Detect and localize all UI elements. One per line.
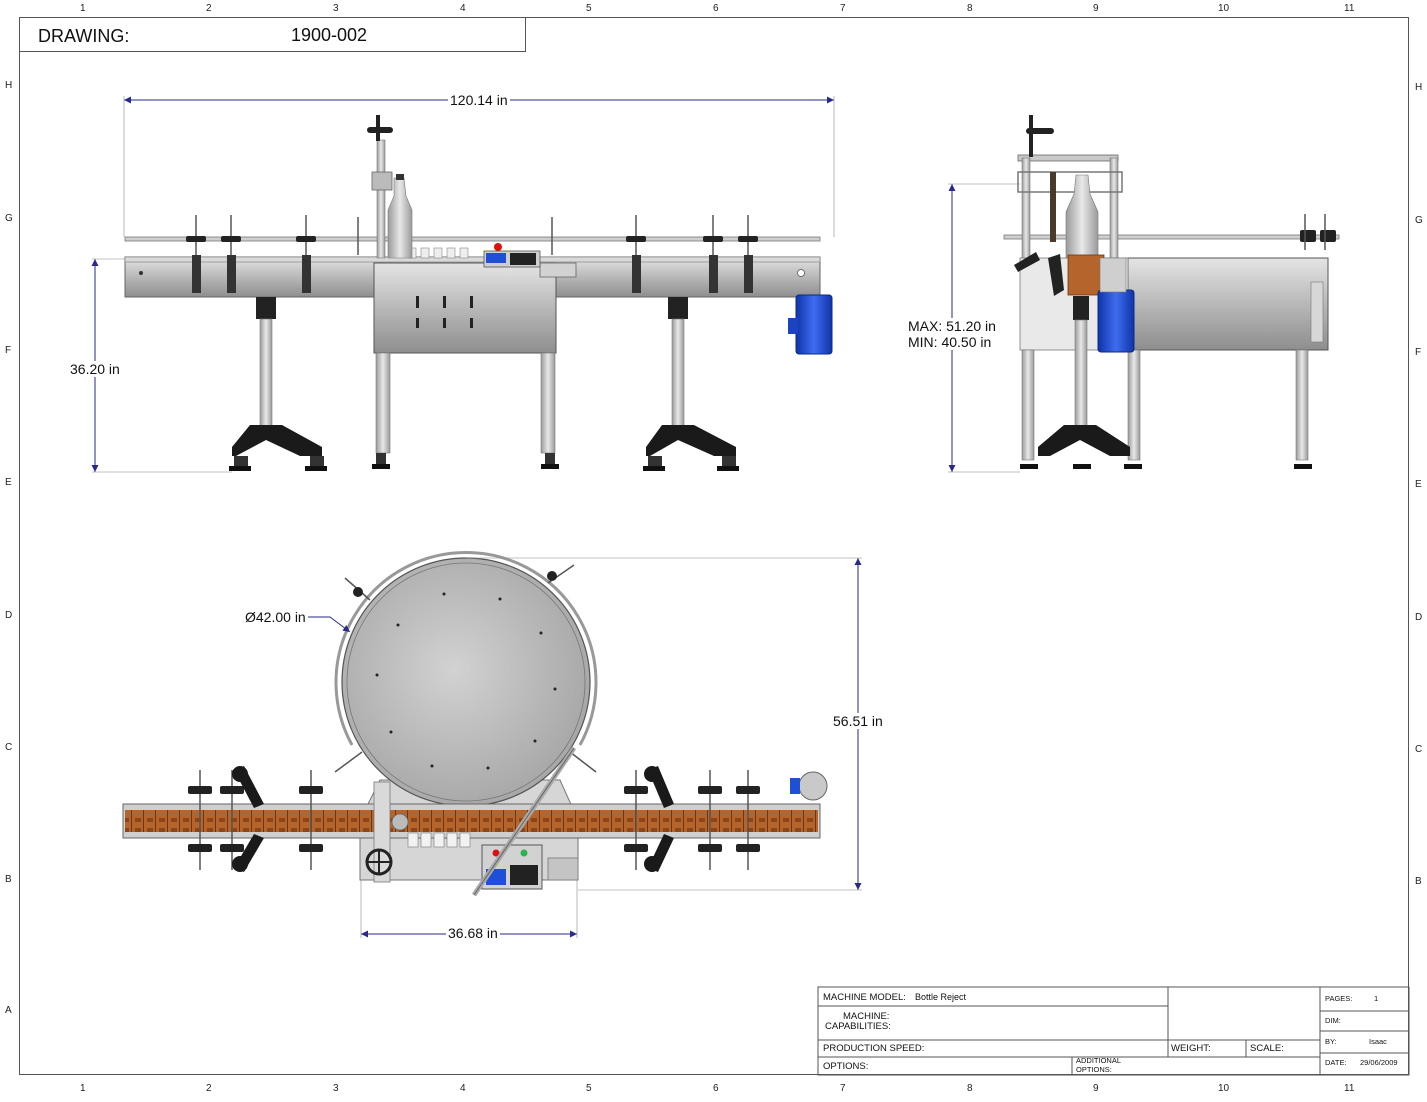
grid-col-6: 6: [713, 3, 719, 14]
top-view: [122, 551, 828, 897]
date-label: DATE:: [1325, 1058, 1347, 1067]
by-label: BY:: [1325, 1037, 1337, 1046]
capabilities-label-1: MACHINE:: [843, 1011, 890, 1022]
grid-col-7: 7: [840, 3, 846, 14]
front-leg-stand-left: [229, 297, 327, 471]
grid-col-5-bottom: 5: [586, 1083, 592, 1094]
date-value: 29/06/2009: [1360, 1058, 1398, 1067]
machine-model-value: Bottle Reject: [915, 992, 967, 1002]
drawing-label: DRAWING:: [38, 26, 130, 46]
grid-col-11: 11: [1344, 3, 1355, 14]
turntable: [341, 557, 591, 807]
grid-row-b-right: B: [1415, 876, 1422, 887]
grid-row-a: A: [5, 1005, 12, 1016]
handwheel: [367, 127, 393, 133]
grid-col-4-bottom: 4: [460, 1083, 466, 1094]
grid-row-d: D: [5, 610, 13, 621]
turntable-bolts: [375, 592, 557, 770]
conveyor-chain: [125, 810, 818, 832]
dimension-max-height: MAX: 51.20 in: [906, 318, 998, 334]
grid-row-e-right: E: [1415, 479, 1422, 490]
additional-options-label-1: ADDITIONAL: [1076, 1056, 1122, 1065]
grid-row-f-right: F: [1415, 347, 1422, 358]
grid-row-b: B: [5, 874, 12, 885]
grid-col-2: 2: [206, 3, 212, 14]
production-speed-label: PRODUCTION SPEED:: [823, 1043, 925, 1054]
pages-label: PAGES:: [1325, 994, 1353, 1003]
dimension-lines: [91, 96, 1020, 938]
dimension-length: 120.14 in: [448, 92, 510, 108]
grid-row-f: F: [5, 345, 12, 356]
side-view: [1003, 115, 1340, 469]
grid-col-1-bottom: 1: [80, 1083, 86, 1094]
grid-col-5: 5: [586, 3, 592, 14]
by-value: Isaac: [1369, 1037, 1387, 1046]
pages-value: 1: [1374, 994, 1379, 1003]
grid-col-8: 8: [967, 3, 973, 14]
dimension-depth: 56.51 in: [831, 713, 885, 729]
grid-col-3: 3: [333, 3, 339, 14]
capabilities-label-2: CAPABILITIES:: [825, 1021, 891, 1032]
side-guide-rail: [1003, 234, 1340, 240]
dimension-height: 36.20 in: [68, 361, 122, 377]
additional-options-label-2: OPTIONS:: [1076, 1065, 1112, 1074]
grid-row-g: G: [5, 213, 13, 224]
front-view: [124, 115, 833, 471]
grid-col-1: 1: [80, 3, 86, 14]
guide-posts: [192, 255, 753, 293]
options-label: OPTIONS:: [823, 1061, 869, 1072]
grid-col-9: 9: [1093, 3, 1099, 14]
turntable-guide: [334, 551, 598, 746]
grid-row-h-right: H: [1415, 82, 1423, 93]
drawing-border: [19, 17, 1409, 1075]
grid-row-c-right: C: [1415, 744, 1423, 755]
scale-label: SCALE:: [1250, 1043, 1284, 1054]
grid-col-7-bottom: 7: [840, 1083, 846, 1094]
side-cabinet: [1127, 257, 1329, 351]
dimension-min-height: MIN: 40.50 in: [906, 334, 994, 350]
grid-col-4: 4: [460, 3, 466, 14]
grid-col-3-bottom: 3: [333, 1083, 339, 1094]
dimension-turntable-diameter: Ø42.00 in: [243, 609, 308, 625]
weight-label: WEIGHT:: [1171, 1043, 1211, 1054]
dim-label: DIM:: [1325, 1016, 1341, 1025]
grid-row-c: C: [5, 742, 13, 753]
grid-row-g-right: G: [1415, 215, 1423, 226]
bottle-front: [387, 177, 413, 259]
grid-col-10: 10: [1218, 3, 1230, 14]
drawing-title-box: [19, 17, 526, 52]
grid-col-2-bottom: 2: [206, 1083, 212, 1094]
guide-clamps: [186, 236, 758, 242]
drawing-number: 1900-002: [291, 25, 368, 45]
grid-col-9-bottom: 9: [1093, 1083, 1099, 1094]
drive-motor: [795, 294, 833, 355]
front-leg-stand-right: [643, 297, 739, 471]
bottle-side: [1065, 174, 1099, 259]
grid-col-11-bottom: 11: [1344, 1083, 1355, 1094]
grid-row-e: E: [5, 477, 12, 488]
control-cabinet: [373, 262, 557, 354]
grid-row-d-right: D: [1415, 612, 1423, 623]
title-block-grid: [817, 986, 1410, 1076]
grid-col-10-bottom: 10: [1218, 1083, 1230, 1094]
height-column: [376, 139, 386, 259]
grid-row-h: H: [5, 80, 13, 91]
machine-model-label: MACHINE MODEL:: [823, 992, 906, 1003]
dimension-frame-width: 36.68 in: [446, 925, 500, 941]
guide-brackets: [195, 215, 749, 255]
grid-col-6-bottom: 6: [713, 1083, 719, 1094]
guide-rail: [124, 236, 821, 242]
grid-col-8-bottom: 8: [967, 1083, 973, 1094]
side-drive-motor: [1097, 289, 1135, 353]
